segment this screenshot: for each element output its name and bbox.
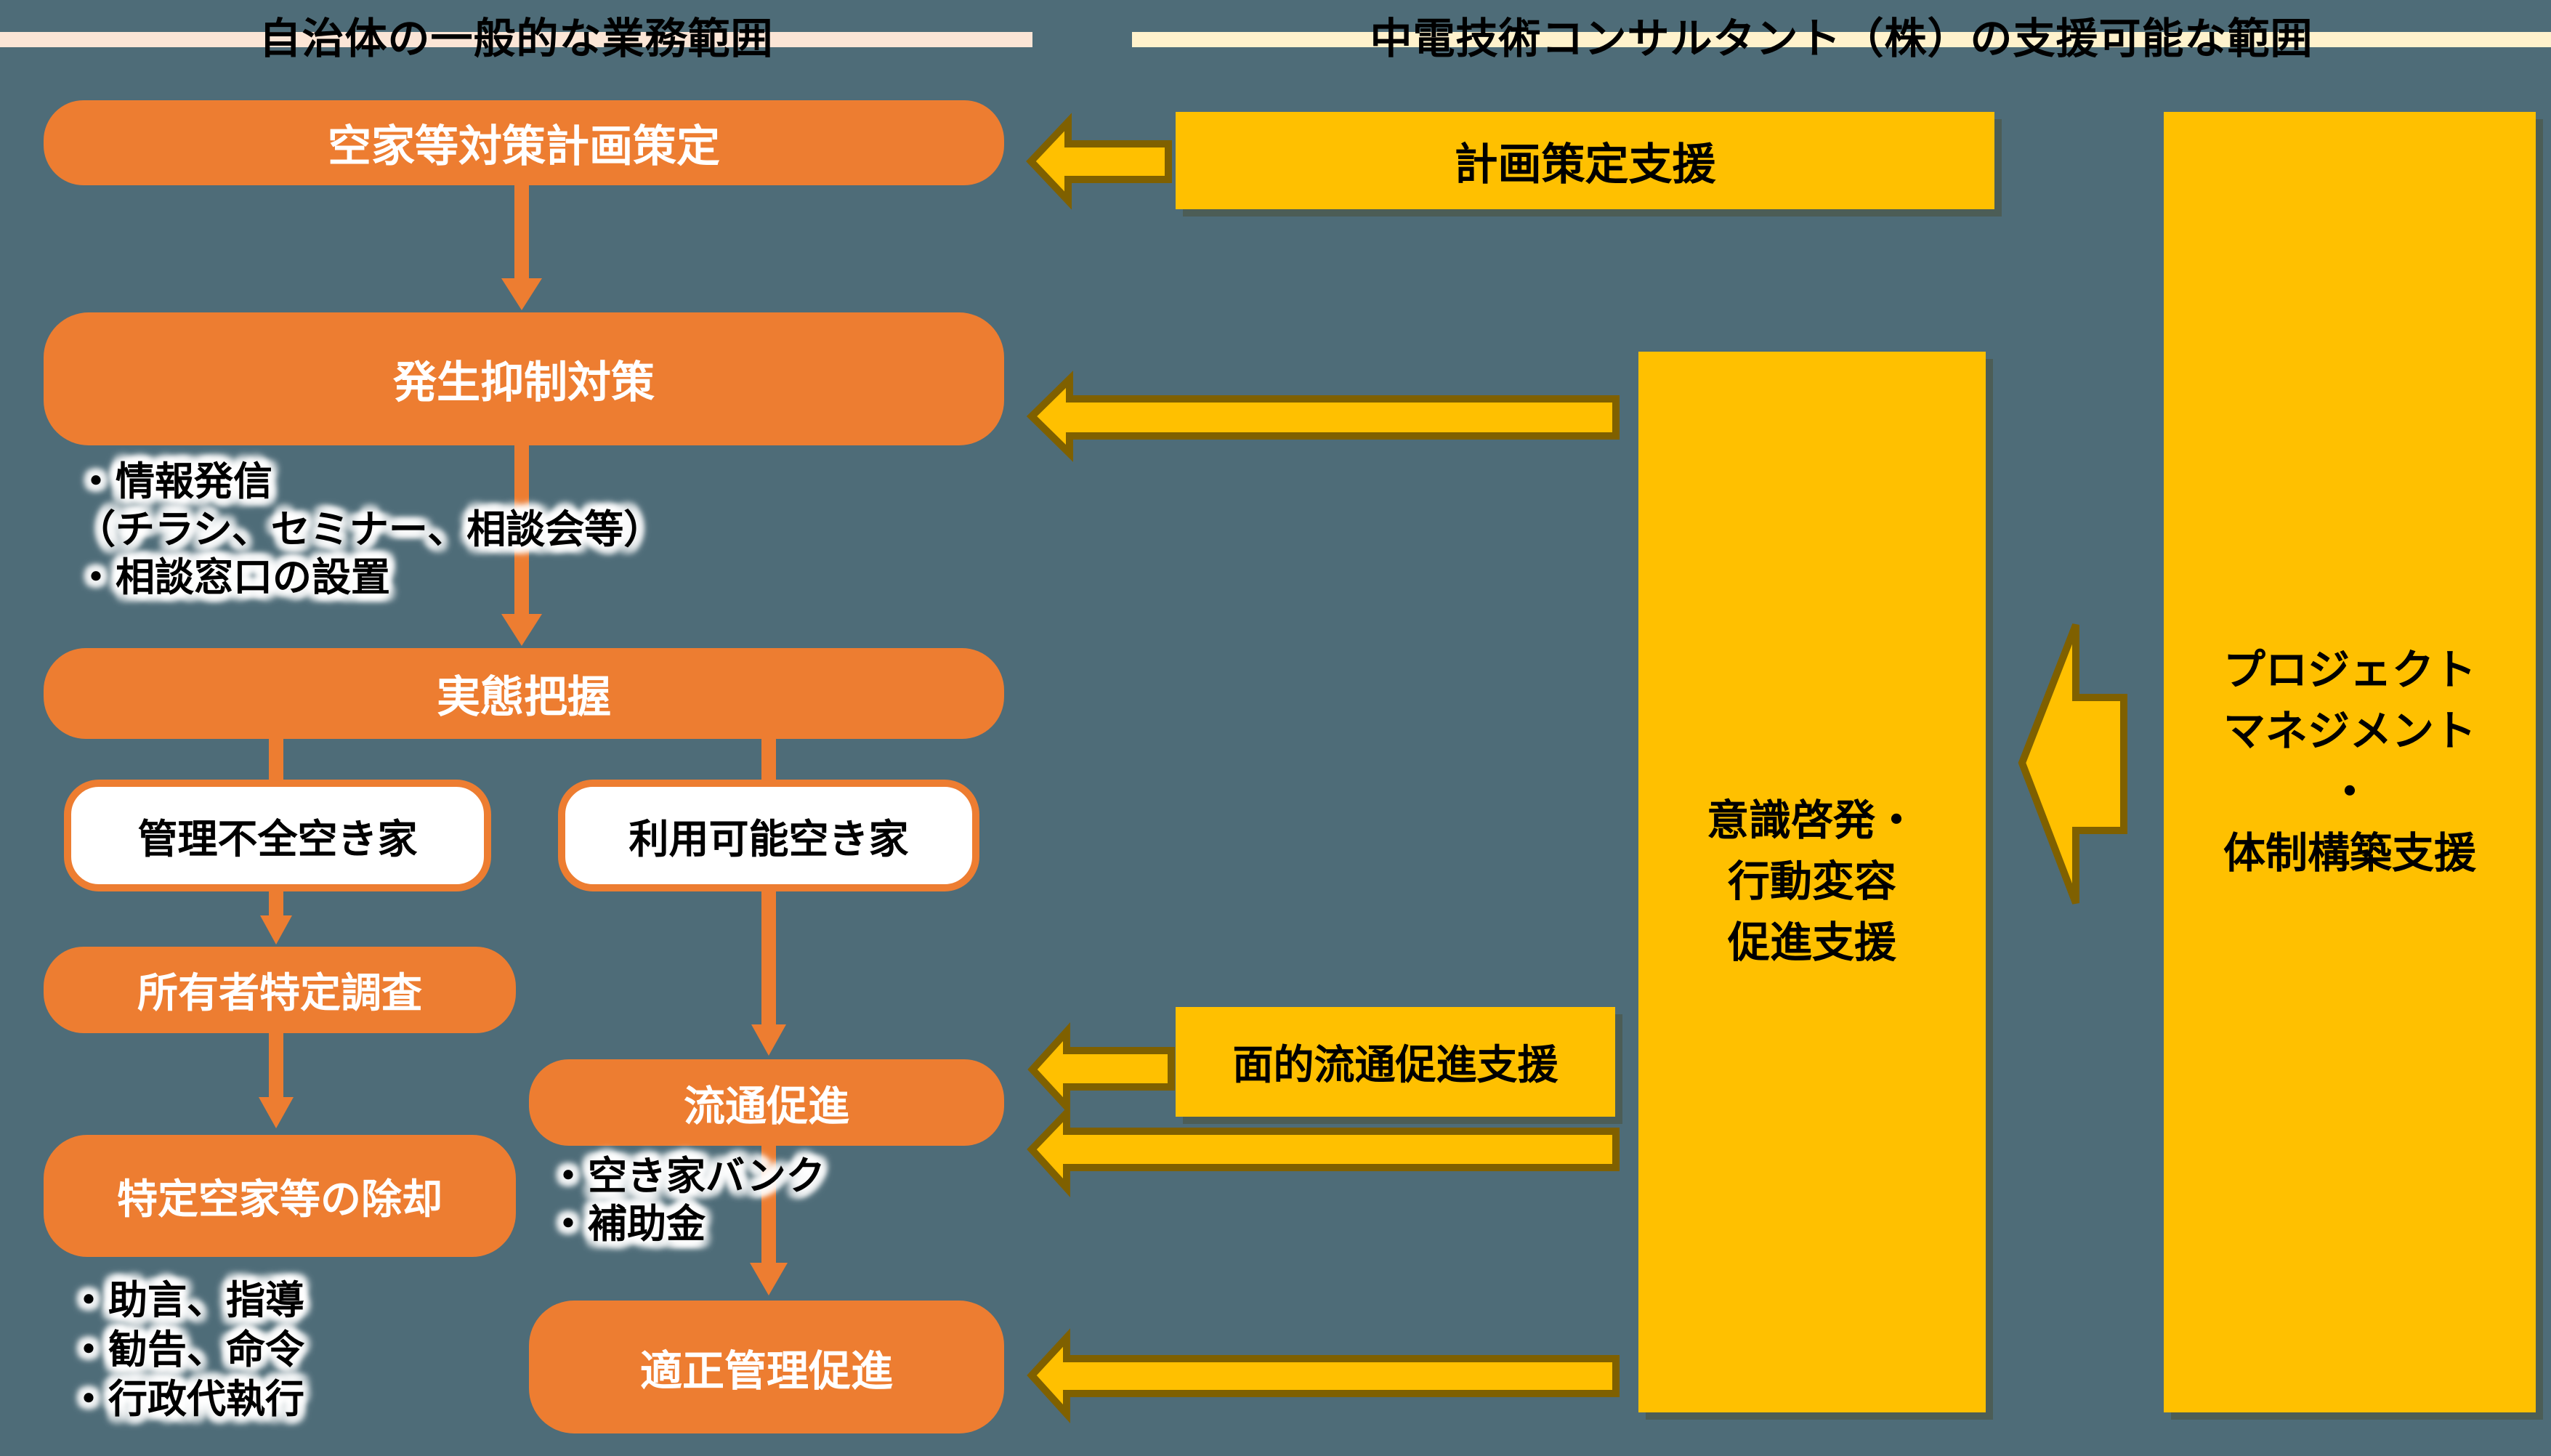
note-line: ・情報発信 — [76, 460, 272, 503]
connector-survey-to-usable — [761, 737, 776, 781]
flow-box-demolition: 特定空家等の除却 — [44, 1135, 516, 1257]
project-line: 体制構築支援 — [2223, 830, 2476, 877]
support-box-planning: 計画策定支援 — [1176, 112, 1994, 209]
flow-box-distribution: 流通促進 — [529, 1059, 1004, 1146]
support-arrow-planning — [1026, 113, 1172, 210]
flow-arrow-distribution-to-management — [750, 1146, 788, 1295]
branch-box-usable: 利用可能空き家 — [558, 780, 979, 891]
flow-box-suppression: 発生抑制対策 — [44, 312, 1004, 445]
support-arrow-awareness-to-management — [1027, 1328, 1620, 1423]
flow-arrow-suppression-to-survey — [501, 445, 542, 646]
support-arrow-awareness-to-suppression — [1026, 371, 1620, 462]
support-arrow-area-distribution — [1027, 1022, 1175, 1116]
consultant-header-band — [1132, 32, 2551, 47]
suppression-notes: ・情報発信 （チラシ、セミナー、相談会等） ・相談窓口の設置 — [76, 458, 663, 602]
flow-arrow-owner-survey-to-demolition — [259, 1033, 294, 1128]
branch-box-substandard: 管理不全空き家 — [64, 780, 491, 891]
awareness-line: 意識啓発・ — [1706, 797, 1917, 844]
note-line: ・勧告、命令 — [69, 1328, 304, 1372]
flow-arrow-usable-to-distribution — [751, 891, 786, 1056]
distribution-notes: ・空き家バンク ・補助金 — [549, 1152, 825, 1248]
note-line: ・助言、指導 — [69, 1279, 304, 1322]
project-line: マネジメント — [2223, 708, 2476, 755]
connector-survey-to-substandard — [269, 737, 283, 781]
support-box-area-distribution: 面的流通促進支援 — [1176, 1007, 1615, 1117]
note-line: ・相談窓口の設置 — [76, 556, 390, 599]
awareness-line: 行動変容 — [1727, 858, 1896, 905]
note-line: ・行政代執行 — [69, 1378, 304, 1421]
flow-arrow-plan-to-suppression — [501, 185, 542, 310]
municipal-header-band — [0, 32, 1032, 47]
support-box-awareness: 意識啓発・ 行動変容 促進支援 — [1638, 352, 1986, 1412]
flow-box-plan: 空家等対策計画策定 — [44, 100, 1004, 185]
demolition-notes: ・助言、指導 ・勧告、命令 ・行政代執行 — [69, 1276, 304, 1424]
flow-box-management: 適正管理促進 — [529, 1301, 1004, 1433]
awareness-line: 促進支援 — [1727, 919, 1896, 966]
consultant-header-title: 中電技術コンサルタント（株）の支援可能な範囲 — [1370, 15, 2313, 62]
flow-arrow-substandard-to-owner-survey — [260, 891, 292, 945]
support-arrow-project-to-awareness — [2018, 623, 2127, 905]
project-line: プロジェクト — [2223, 647, 2476, 694]
note-line: ・補助金 — [549, 1202, 706, 1246]
note-line: ・空き家バンク — [549, 1154, 825, 1198]
flow-box-survey: 実態把握 — [44, 648, 1004, 739]
note-line: （チラシ、セミナー、相談会等） — [76, 508, 663, 551]
flow-box-owner-survey: 所有者特定調査 — [44, 947, 516, 1033]
support-box-project: プロジェクト マネジメント ・ 体制構築支援 — [2164, 112, 2536, 1412]
support-arrow-awareness-to-distribution — [1027, 1104, 1620, 1197]
municipal-header-title: 自治体の一般的な業務範囲 — [259, 15, 774, 62]
project-line: ・ — [2328, 769, 2371, 816]
